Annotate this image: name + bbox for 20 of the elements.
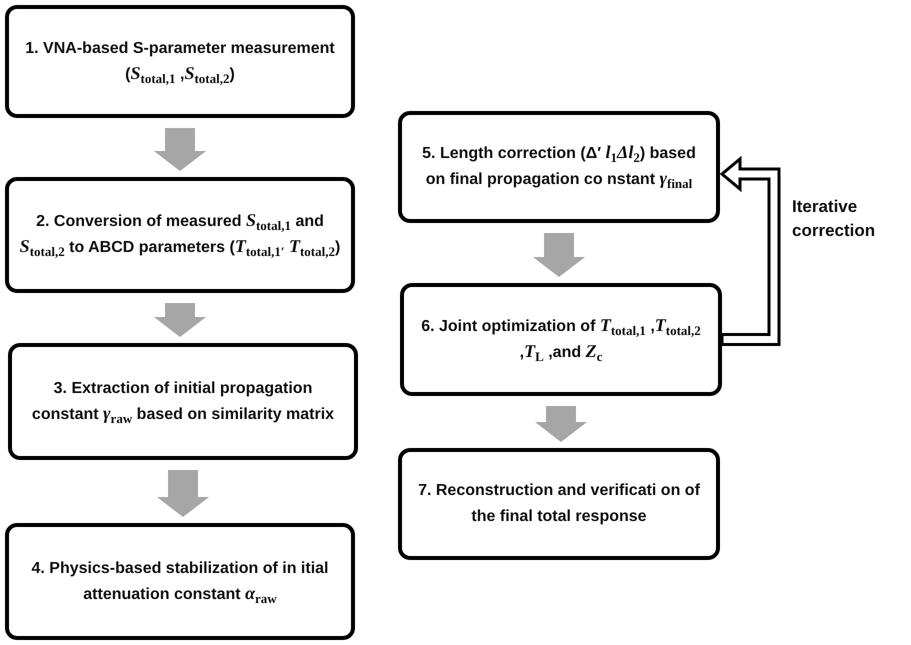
process-box — [5, 523, 355, 640]
hollow-arrow — [720, 156, 780, 346]
block-arrow — [533, 233, 585, 277]
block-arrow — [157, 470, 209, 517]
step-text: 2. Conversion of measured S$_{total,1}$ and S$_{total,2}$ to ABCD parameters (T$_{total,1′}$ T$_{total,2}$) — [19, 209, 341, 261]
process-box — [8, 343, 358, 460]
process-box — [5, 177, 355, 293]
step-text: 6. Joint optimization of T$_{total,1}$ ,T$_{total,2}$ ,T$_{L}$ ,and Z$_{c}$ — [420, 314, 702, 366]
block-arrow — [154, 303, 206, 337]
process-box — [398, 448, 720, 560]
process-box — [400, 283, 722, 396]
step-text: 1. VNA-based S-parameter measurement (S$_{total,1}$ ,S$_{total,2}$) — [24, 38, 336, 88]
step-text: 7. Reconstruction and verificati on of the final total response — [417, 481, 701, 527]
process-box — [5, 5, 355, 118]
process-box — [398, 111, 720, 223]
block-arrow — [535, 406, 587, 442]
step-text: 5. Length correction (Δ′ l$_{1}$Δl$_{2}$) based on final propagation co nstant γ$_{final}$ — [421, 141, 697, 193]
step-text: 3. Extraction of initial propagation constant γ$_{raw}$ based on similarity matrix — [30, 378, 336, 428]
block-arrow — [154, 128, 206, 171]
step-text: 4. Physics-based stabilization of in itial attenuation constant α$_{raw}$ — [30, 558, 330, 608]
